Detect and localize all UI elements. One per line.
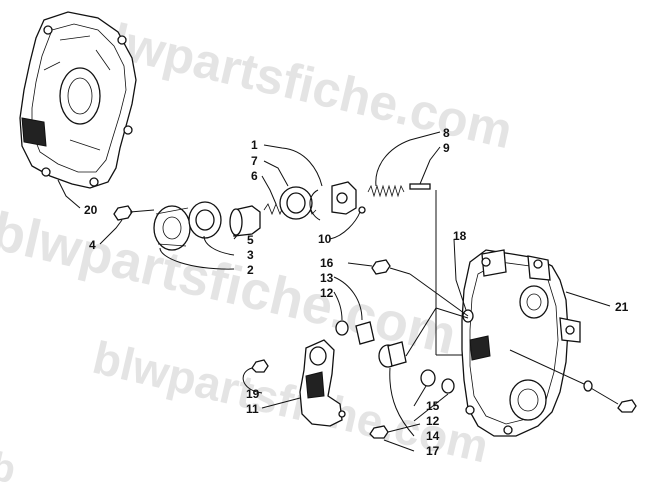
idler-arm-part	[251, 339, 346, 427]
callout-15: 15	[426, 399, 440, 413]
pivot-hardware	[335, 259, 474, 394]
callout-12-lower: 12	[426, 414, 440, 428]
callout-10: 10	[318, 232, 332, 246]
callout-9: 9	[443, 141, 450, 155]
cam-plate-assembly	[113, 201, 261, 251]
callout-labels: 1 7 6 8 9 20 4 5 3 2 10 18 16 13 12 21 1…	[84, 126, 629, 458]
governor-assembly	[263, 181, 366, 221]
callout-3: 3	[247, 248, 254, 262]
drive-cover-part	[19, 11, 137, 189]
parts-drawing: 1 7 6 8 9 20 4 5 3 2 10 18 16 13 12 21 1…	[19, 11, 637, 458]
callout-1: 1	[251, 138, 258, 152]
callout-13: 13	[320, 271, 334, 285]
callout-6: 6	[251, 169, 258, 183]
exploded-parts-diagram: blwpartsfiche.com blwpartsfiche.com blwp…	[0, 6, 637, 492]
leader-lines	[57, 131, 611, 452]
callout-19: 19	[246, 387, 260, 401]
bolts	[369, 349, 637, 439]
callout-18: 18	[453, 229, 467, 243]
callout-21: 21	[615, 300, 629, 314]
gearcase-housing-part	[461, 249, 581, 437]
callout-17: 17	[426, 444, 440, 458]
callout-20: 20	[84, 203, 98, 217]
callout-14: 14	[426, 429, 440, 443]
callout-5: 5	[247, 233, 254, 247]
callout-7: 7	[251, 154, 258, 168]
callout-2: 2	[247, 263, 254, 277]
callout-4: 4	[89, 238, 96, 252]
callout-12-upper: 12	[320, 286, 334, 300]
callout-8: 8	[443, 126, 450, 140]
callout-16: 16	[320, 256, 334, 270]
callout-11: 11	[246, 402, 259, 416]
